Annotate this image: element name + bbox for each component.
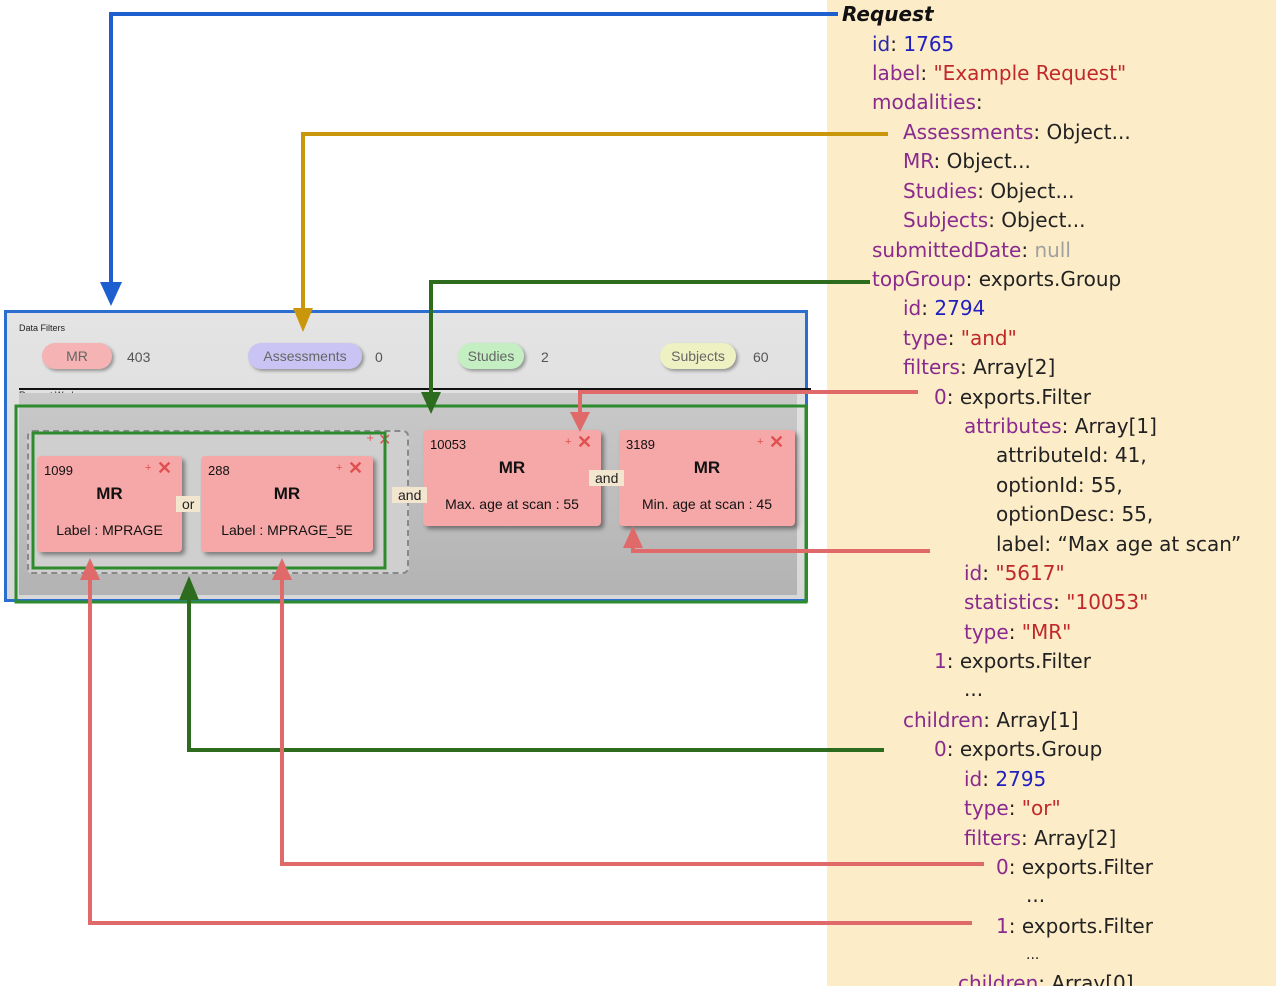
card-label: Min. age at scan : 45 [642, 496, 772, 512]
filter0-arrowhead [570, 412, 590, 432]
card-title: MR [273, 484, 301, 503]
child-group-outline [31, 431, 387, 570]
topgroup-line: topGroup: exports.Group [872, 267, 1122, 291]
assessments-arrowhead [293, 308, 313, 332]
remove-icon[interactable]: ✕ [577, 432, 593, 452]
card-label: Max. age at scan : 55 [445, 496, 579, 512]
attribute-label-line: label: “Max age at scan” [996, 532, 1242, 556]
attribute-connector [631, 540, 930, 553]
card-stat: 3189 [626, 437, 655, 452]
topgroup-arrowhead [421, 392, 441, 414]
pill-mr-count: 403 [127, 349, 151, 365]
child0-type-line: type: "or" [964, 796, 1061, 820]
add-icon[interactable]: + [145, 462, 152, 474]
data-filters-label: Data Filters [19, 323, 66, 333]
child-filter1-connector [88, 574, 972, 925]
card-stat: 288 [208, 463, 230, 478]
card-label: Label : MPRAGE_5E [221, 522, 353, 538]
card-stat: 1099 [44, 463, 73, 478]
card-label: Label : MPRAGE [56, 522, 163, 538]
child0-line: 0: exports.Group [934, 737, 1103, 761]
children-arrowhead [179, 576, 199, 600]
filter-card-mprage[interactable]: 1099 MR Label : MPRAGE + ✕ [37, 456, 182, 552]
studies-line: Studies: Object... [903, 179, 1075, 203]
filter-card-mprage-5e[interactable]: 288 MR Label : MPRAGE_5E + ✕ [201, 456, 373, 552]
pill-assessments-count: 0 [375, 349, 383, 365]
child0-id-line: id: 2795 [964, 767, 1047, 791]
assessments-connector [301, 132, 888, 316]
submitted-date-line: submittedDate: null [872, 238, 1071, 262]
topgroup-id-line: id: 2794 [903, 296, 986, 320]
json-panel [827, 0, 1276, 986]
remove-icon[interactable]: ✕ [769, 432, 785, 452]
add-icon[interactable]: + [565, 436, 572, 448]
remove-icon[interactable]: ✕ [157, 458, 173, 478]
operator-or: or [176, 496, 201, 512]
pill-mr-label: MR [66, 348, 88, 364]
option-id-line: optionId: 55, [996, 473, 1123, 497]
topgroup-type-line: type: "and" [903, 326, 1017, 350]
pill-subjects[interactable]: Subjects [660, 343, 736, 369]
child-filter0-line: 0: exports.Filter [996, 855, 1153, 879]
child-filter0-arrowhead [272, 558, 292, 580]
option-desc-line: optionDesc: 55, [996, 502, 1154, 526]
mr-line: MR: Object... [903, 149, 1031, 173]
filter0-type-line: type: "MR" [964, 620, 1072, 644]
child-filter1-arrowhead [80, 558, 100, 580]
pill-mr[interactable]: MR [42, 343, 112, 369]
assessments-line: Assessments: Object... [903, 120, 1131, 144]
children-connector [187, 594, 884, 752]
card-title: MR [693, 458, 721, 477]
filter-card-min-age[interactable]: 3189 MR Min. age at scan : 45 + ✕ [619, 430, 795, 526]
child-filter1-line: 1: exports.Filter [996, 914, 1153, 938]
pill-assessments[interactable]: Assessments [248, 343, 362, 369]
operator-and-2: and [589, 470, 625, 486]
request-title: Request [842, 2, 934, 26]
ellipsis-3: ... [1026, 947, 1040, 963]
card-title: MR [498, 458, 526, 477]
attributes-line: attributes: Array[1] [964, 414, 1157, 438]
request-arrowhead [100, 282, 122, 306]
operator-and-1: and [392, 487, 428, 503]
modalities-line: modalities: [872, 90, 983, 114]
pill-subjects-label: Subjects [671, 348, 725, 364]
request-id-line: id: 1765 [872, 32, 955, 56]
ellipsis-2: ... [1026, 883, 1046, 907]
section-divider [19, 388, 811, 390]
child0-filters-line: filters: Array[2] [964, 826, 1117, 850]
pill-assessments-label: Assessments [263, 348, 347, 364]
attribute-arrowhead [623, 526, 643, 548]
child-filter0-connector [280, 574, 984, 866]
pill-studies-label: Studies [467, 348, 515, 364]
request-connector [109, 12, 838, 290]
ellipsis-1: ... [964, 677, 984, 701]
subjects-line: Subjects: Object... [903, 208, 1086, 232]
top-group-outline [14, 404, 808, 604]
pill-subjects-count: 60 [753, 349, 769, 365]
pill-studies-count: 2 [541, 349, 549, 365]
topgroup-connector [429, 280, 870, 398]
remove-icon[interactable]: ✕ [348, 458, 364, 478]
filter0-id-line: id: "5617" [964, 561, 1065, 585]
add-icon[interactable]: + [757, 436, 764, 448]
statistics-line: statistics: "10053" [964, 590, 1149, 614]
pill-studies[interactable]: Studies [458, 343, 524, 369]
children-line: children: Array[1] [903, 708, 1079, 732]
attribute-id-line: attributeId: 41, [996, 443, 1147, 467]
request-label-line: label: "Example Request" [872, 61, 1127, 85]
filter0-connector [578, 390, 918, 416]
card-stat: 10053 [430, 437, 467, 452]
add-icon[interactable]: + [336, 462, 343, 474]
topgroup-filters-line: filters: Array[2] [903, 355, 1056, 379]
children-empty-line: children: Array[0] [958, 971, 1134, 986]
filter0-line: 0: exports.Filter [934, 385, 1091, 409]
group-add-icon[interactable]: + [366, 433, 375, 444]
filter-card-max-age[interactable]: 10053 MR Max. age at scan : 55 + ✕ [423, 430, 601, 526]
card-title: MR [96, 484, 123, 503]
filter1-line: 1: exports.Filter [934, 649, 1091, 673]
